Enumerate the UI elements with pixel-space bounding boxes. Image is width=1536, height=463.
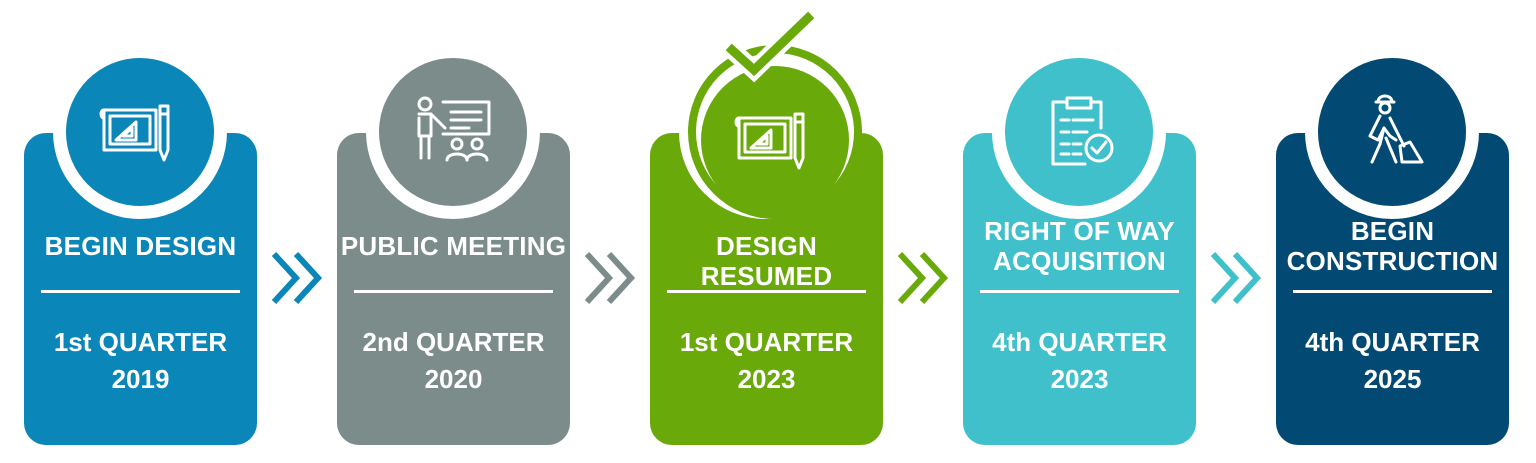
clipboard-check-icon (1051, 96, 1114, 166)
step-title: RIGHT OF WAY ACQUISITION (984, 216, 1175, 276)
step-title: DESIGN RESUMED (700, 231, 833, 291)
icon-circle (1318, 58, 1466, 206)
divider (41, 290, 240, 293)
icon-circle (379, 58, 527, 206)
step-title: BEGIN DESIGN (44, 231, 237, 261)
step-date: 1st QUARTER 2019 (53, 327, 228, 394)
presentation-icon (417, 96, 491, 162)
chevron-right-icon (897, 251, 949, 305)
blueprint-icon (734, 112, 805, 170)
step-date: 4th QUARTER 2023 (992, 327, 1167, 394)
construction-worker-icon (1368, 94, 1424, 164)
blueprint-icon (99, 104, 170, 162)
chevron-right-icon (271, 251, 323, 305)
icon-circle (701, 66, 849, 214)
step-date: 4th QUARTER 2025 (1305, 327, 1480, 394)
step-title: BEGIN CONSTRUCTION (1286, 216, 1499, 276)
step-date: 2nd QUARTER 2020 (362, 327, 545, 394)
step-date: 1st QUARTER 2023 (679, 327, 854, 394)
chevron-right-icon (1210, 251, 1262, 305)
icon-circle (1005, 58, 1153, 206)
step-card-public-meeting: PUBLIC MEETING 2nd QUARTER 2020 (337, 133, 570, 445)
chevron-right-icon (584, 251, 636, 305)
step-title: PUBLIC MEETING (340, 231, 567, 261)
step-card-design-resumed: DESIGN RESUMED 1st QUARTER 2023 (650, 133, 883, 445)
divider (354, 290, 553, 293)
checkmark-icon (720, 8, 820, 83)
divider (1293, 290, 1492, 293)
icon-circle (66, 58, 214, 206)
divider (667, 290, 866, 293)
divider (980, 290, 1179, 293)
